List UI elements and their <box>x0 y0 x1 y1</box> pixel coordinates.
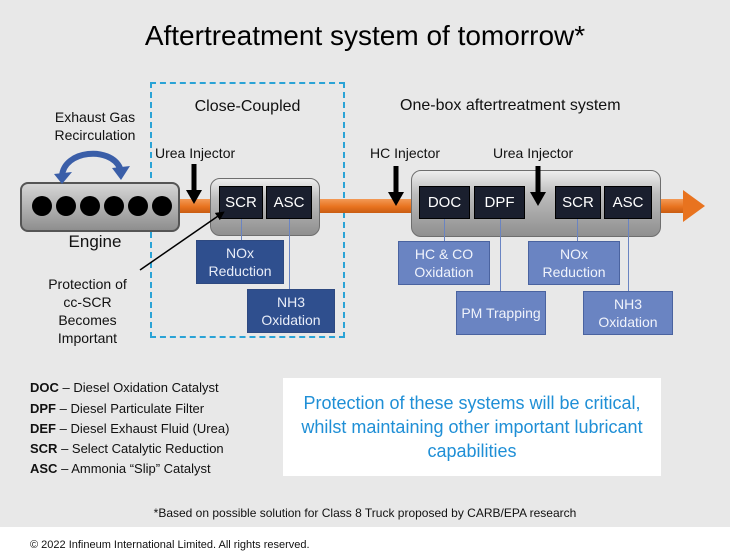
arrows-overlay <box>54 150 546 271</box>
cc-nh3-oxidation-label: NH3 Oxidation <box>247 289 335 333</box>
one-box-title: One-box aftertreatment system <box>400 97 621 114</box>
cc-urea-injector-arrow <box>186 164 202 204</box>
engine-block <box>20 182 180 232</box>
cc-nox-reduction-label: NOx Reduction <box>196 240 284 284</box>
cc-nh3-connector <box>289 219 290 289</box>
doc-catalyst: DOC <box>419 186 470 219</box>
dpf-catalyst: DPF <box>474 186 525 219</box>
cylinder-1 <box>32 196 52 216</box>
protection-callout: Protection of these systems will be crit… <box>283 378 661 476</box>
protection-note: Protection of cc-SCR Becomes Important <box>48 276 127 346</box>
legend-item-dpf: DPF – Diesel Particulate Filter <box>30 401 205 416</box>
page-title: Aftertreatment system of tomorrow* <box>144 20 586 51</box>
doc-connector <box>444 219 445 241</box>
scr-connector <box>577 219 578 241</box>
legend-item-scr: SCR – Select Catalytic Reduction <box>30 441 224 456</box>
close-coupled-title: Close-Coupled <box>194 98 301 115</box>
egr-recirculation-arrow <box>54 150 130 184</box>
dpf-connector <box>500 219 501 291</box>
legend-item-doc: DOC – Diesel Oxidation Catalyst <box>30 380 219 395</box>
protection-pointer-arrow <box>139 211 225 271</box>
egr-label: Exhaust Gas Recirculation <box>54 109 136 143</box>
hc-injector-arrow <box>388 166 404 206</box>
ob-nox-reduction-label: NOx Reduction <box>528 241 620 285</box>
cylinder-3 <box>80 196 100 216</box>
cc-scr-catalyst: SCR <box>219 186 263 219</box>
legend-item-def: DEF – Diesel Exhaust Fluid (Urea) <box>30 421 230 436</box>
cc-urea-injector-label: Urea Injector <box>155 145 236 161</box>
asc-catalyst: ASC <box>604 186 652 219</box>
footnote: *Based on possible solution for Class 8 … <box>153 506 577 520</box>
cylinder-2 <box>56 196 76 216</box>
ob-urea-injector-label: Urea Injector <box>493 145 574 161</box>
cc-asc-catalyst: ASC <box>266 186 312 219</box>
legend-item-asc: ASC – Ammonia “Slip” Catalyst <box>30 461 211 476</box>
cylinder-4 <box>104 196 124 216</box>
cc-nox-connector <box>241 219 242 240</box>
asc-connector <box>628 219 629 291</box>
ob-urea-injector-arrow <box>530 166 546 206</box>
copyright: © 2022 Infineum International Limited. A… <box>30 539 310 551</box>
ob-nh3-oxidation-label: NH3 Oxidation <box>583 291 673 335</box>
hc-injector-label: HC Injector <box>370 145 441 161</box>
cylinder-5 <box>128 196 148 216</box>
exhaust-arrow-head <box>683 190 705 222</box>
engine-label: Engine <box>68 232 122 251</box>
cylinder-6 <box>152 196 172 216</box>
pm-trapping-label: PM Trapping <box>456 291 546 335</box>
hc-co-oxidation-label: HC & CO Oxidation <box>398 241 490 285</box>
scr-catalyst: SCR <box>555 186 601 219</box>
